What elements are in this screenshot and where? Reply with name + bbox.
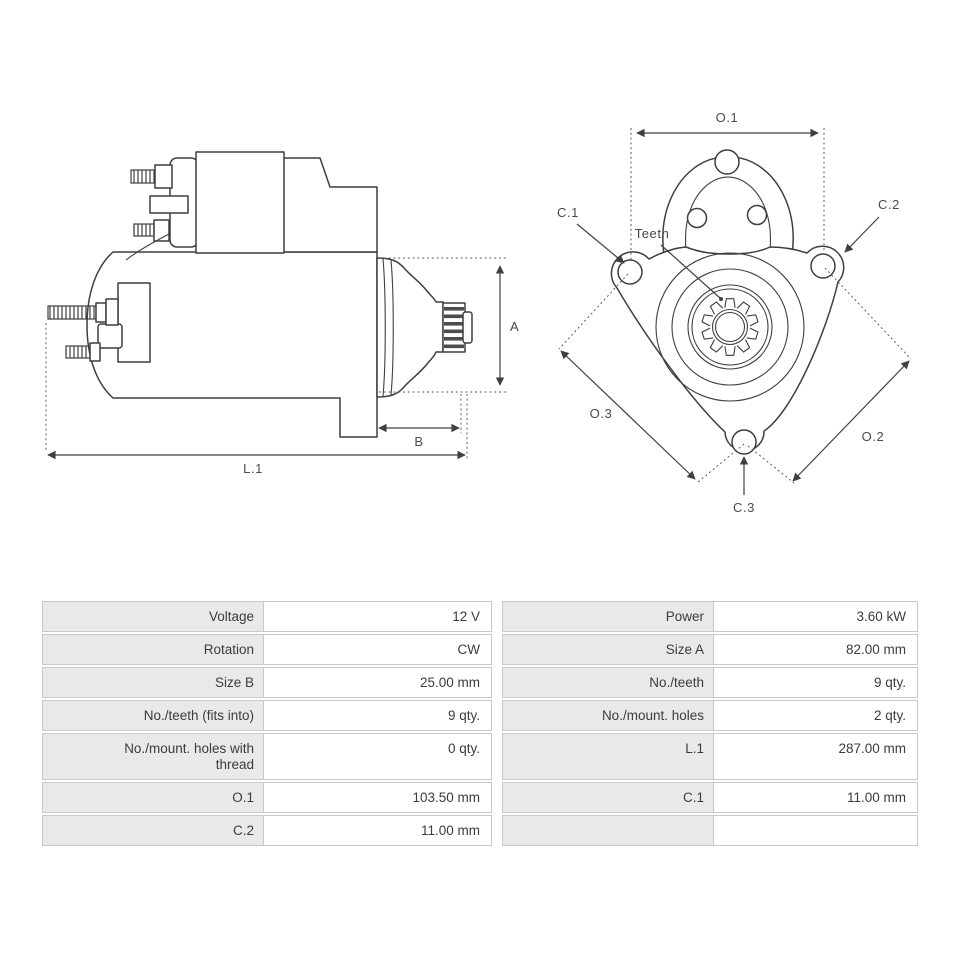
- spec-value-cell: CW: [264, 634, 492, 665]
- dim-label-O3: O.3: [590, 406, 613, 421]
- spec-value-cell: 3.60 kW: [714, 601, 918, 632]
- mounting-hole-left: [617, 259, 643, 285]
- spec-value-cell: 11.00 mm: [714, 782, 918, 813]
- rear-stud-top: [47, 298, 119, 326]
- side-view-dimensions: A B L.1: [45, 257, 519, 476]
- spec-label-cell: [502, 815, 714, 846]
- teeth-label: Teeth: [635, 226, 670, 241]
- pinion-gear: [442, 302, 473, 353]
- arch-right-hole: [746, 204, 768, 226]
- spec-value-cell: 9 qty.: [714, 667, 918, 698]
- dim-label-O2: O.2: [862, 429, 885, 444]
- drive-housing-step: [282, 157, 378, 253]
- solenoid-front-arch: [662, 149, 794, 265]
- dim-label-B: B: [414, 434, 423, 449]
- spec-value-cell: 82.00 mm: [714, 634, 918, 665]
- dim-label-C3: C.3: [733, 500, 755, 515]
- mounting-hole-bottom: [731, 429, 757, 455]
- solenoid: [130, 151, 285, 254]
- flange-center-bore: [655, 252, 805, 402]
- spline-teeth: [701, 298, 759, 356]
- front-view-drawing: O.1 C.1 C.2 Teeth O.3 O.2 C.3: [557, 110, 912, 515]
- spec-label-cell: No./teeth: [502, 667, 714, 698]
- table-row: C.2 11.00 mm: [42, 815, 918, 846]
- rear-tab: [97, 323, 123, 349]
- spec-value-cell: 0 qty.: [264, 733, 492, 780]
- spec-label-cell: C.2: [42, 815, 264, 846]
- solenoid-terminal-top: [130, 164, 173, 189]
- arch-left-hole: [686, 207, 708, 229]
- wire: [125, 233, 170, 261]
- spec-label-cell: L.1: [502, 733, 714, 780]
- spec-label-cell: No./mount. holes: [502, 700, 714, 731]
- spec-label-cell: Size A: [502, 634, 714, 665]
- rear-bracket: [117, 282, 151, 363]
- dim-label-O1: O.1: [716, 110, 739, 125]
- drive-end-bell: [376, 257, 444, 398]
- mounting-hole-right: [810, 253, 836, 279]
- spec-label-cell: No./mount. holes with thread: [42, 733, 264, 780]
- dim-label-C2: C.2: [878, 197, 900, 212]
- table-row: O.1 103.50 mm C.1 11.00 mm: [42, 782, 918, 813]
- spec-table: Voltage 12 V Power 3.60 kW Rotation CW S…: [42, 601, 918, 848]
- spec-label-cell: O.1: [42, 782, 264, 813]
- pinion-end-cap: [462, 311, 473, 344]
- spec-label-cell: No./teeth (fits into): [42, 700, 264, 731]
- spec-label-cell: Rotation: [42, 634, 264, 665]
- table-row: Voltage 12 V Power 3.60 kW: [42, 601, 918, 632]
- spec-value-cell: 287.00 mm: [714, 733, 918, 780]
- dim-label-L1: L.1: [243, 461, 263, 476]
- spec-value-cell: 11.00 mm: [264, 815, 492, 846]
- solenoid-tab: [149, 195, 189, 214]
- spec-value-cell: 9 qty.: [264, 700, 492, 731]
- table-row: Rotation CW Size A 82.00 mm: [42, 634, 918, 665]
- table-row: No./teeth (fits into) 9 qty. No./mount. …: [42, 700, 918, 731]
- mounting-flange: [610, 245, 845, 452]
- side-view-drawing: A B L.1: [45, 151, 519, 476]
- table-row: Size B 25.00 mm No./teeth 9 qty.: [42, 667, 918, 698]
- spec-value-cell: [714, 815, 918, 846]
- spec-label-cell: Size B: [42, 667, 264, 698]
- arch-top-hole: [714, 149, 740, 175]
- teeth-pointer-dot: [719, 297, 723, 301]
- motor-body: [86, 251, 378, 438]
- rear-stud-bottom: [65, 342, 101, 362]
- solenoid-terminal-bottom: [133, 219, 170, 242]
- table-row: No./mount. holes with thread 0 qty. L.1 …: [42, 733, 918, 780]
- dim-label-C1: C.1: [557, 205, 579, 220]
- spec-value-cell: 2 qty.: [714, 700, 918, 731]
- spec-value-cell: 103.50 mm: [264, 782, 492, 813]
- front-view-dimensions: O.1 C.1 C.2 Teeth O.3 O.2 C.3: [557, 110, 912, 515]
- spec-label-cell: C.1: [502, 782, 714, 813]
- spec-label-cell: Voltage: [42, 601, 264, 632]
- starter-motor-drawing: A B L.1: [45, 110, 912, 515]
- dim-label-A: A: [510, 319, 519, 334]
- spec-value-cell: 25.00 mm: [264, 667, 492, 698]
- spec-value-cell: 12 V: [264, 601, 492, 632]
- spec-label-cell: Power: [502, 601, 714, 632]
